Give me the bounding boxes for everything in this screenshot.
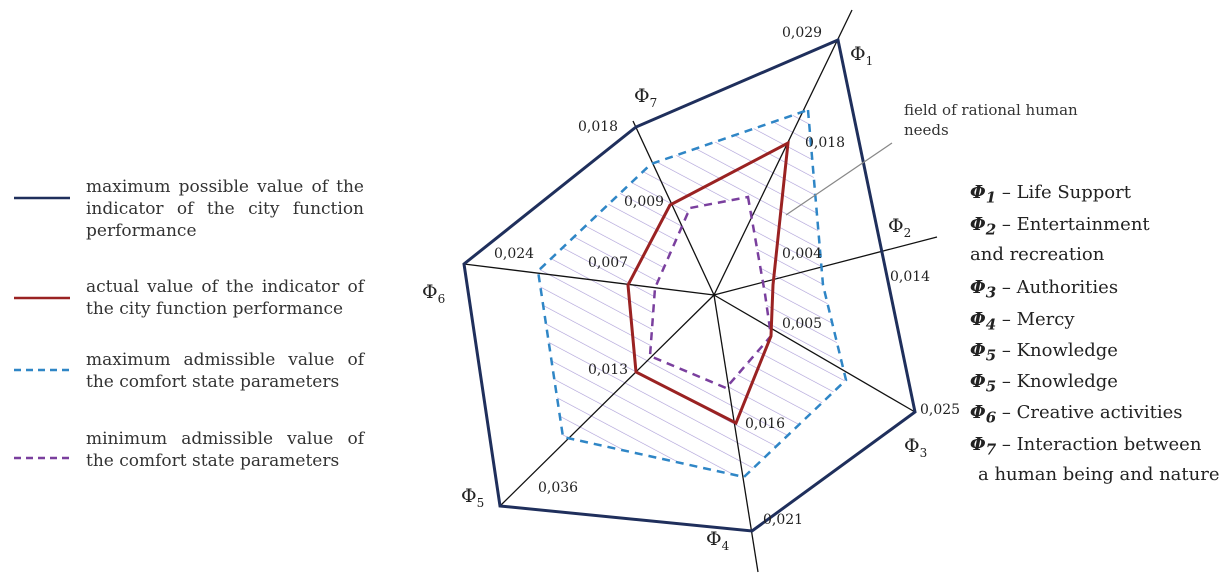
function-item-6: Φ6 – Creative activities [970,402,1183,427]
min-admissible-polygon [648,195,773,390]
legend-label-max-possible: maximum possible value of the indicator … [86,177,364,241]
axis-line-1 [713,9,853,296]
function-item-1: Φ1 – Life Support [970,182,1131,207]
annotation-field-rational-needs: field of rational human needs [904,101,1078,139]
axis-line-6 [463,263,715,296]
function-item-7-cont: a human being and nature [978,464,1220,485]
legend-label-actual: actual value of the indicator of the cit… [86,277,364,319]
function-item-7: Φ7 – Interaction between [970,434,1202,459]
axis-label-2: Φ2 [888,215,911,240]
actual-value-label-5: 0,013 [588,362,628,378]
axis-label-1: Φ1 [850,43,873,68]
annotation-leader-line [785,142,893,216]
axis-line-5 [499,294,715,507]
actual-value-label-1: 0,018 [805,135,845,151]
function-item-4: Φ4 – Mercy [970,309,1075,334]
legend-label-max-admissible: maximum admissible value of the comfort … [86,350,364,392]
axis-line-7 [632,120,715,296]
function-item-2-cont: and recreation [970,244,1105,265]
axis-label-3: Φ3 [904,435,927,460]
max-value-label-6: 0,024 [494,246,534,262]
actual-value-label-3: 0,005 [782,316,822,332]
axis-line-3 [713,294,916,413]
rational-needs-field [538,110,846,477]
axis-line-4 [713,294,759,573]
axis-label-6: Φ6 [422,281,445,306]
legend-label-min-admissible: minimum admissible value of the comfort … [86,429,364,471]
axis-label-7: Φ7 [634,85,657,110]
axis-line-2 [713,236,938,296]
actual-value-label-2: 0,004 [782,246,822,262]
max-value-label-5: 0,036 [538,480,578,496]
max-value-label-2: 0,014 [890,269,930,285]
function-item-5b: Φ5 – Knowledge [970,371,1118,396]
max-possible-polygon [462,37,917,533]
function-item-3: Φ3 – Authorities [970,277,1119,302]
actual-value-label-6: 0,007 [588,255,628,271]
axis-label-4: Φ4 [706,528,730,553]
actual-value-label-7: 0,009 [624,194,664,210]
function-item-5: Φ5 – Knowledge [970,340,1118,365]
max-value-label-4: 0,021 [763,512,803,528]
actual-value-label-4: 0,016 [745,416,785,432]
max-value-label-3: 0,025 [920,402,960,418]
axis-label-5: Φ5 [461,485,484,510]
max-value-label-1: 0,029 [782,25,822,41]
actual-value-polygon [626,140,790,426]
function-item-2: Φ2 – Entertainment [970,214,1150,239]
max-admissible-polygon [536,108,848,479]
axis-lines [463,9,938,573]
max-value-label-7: 0,018 [578,119,618,135]
